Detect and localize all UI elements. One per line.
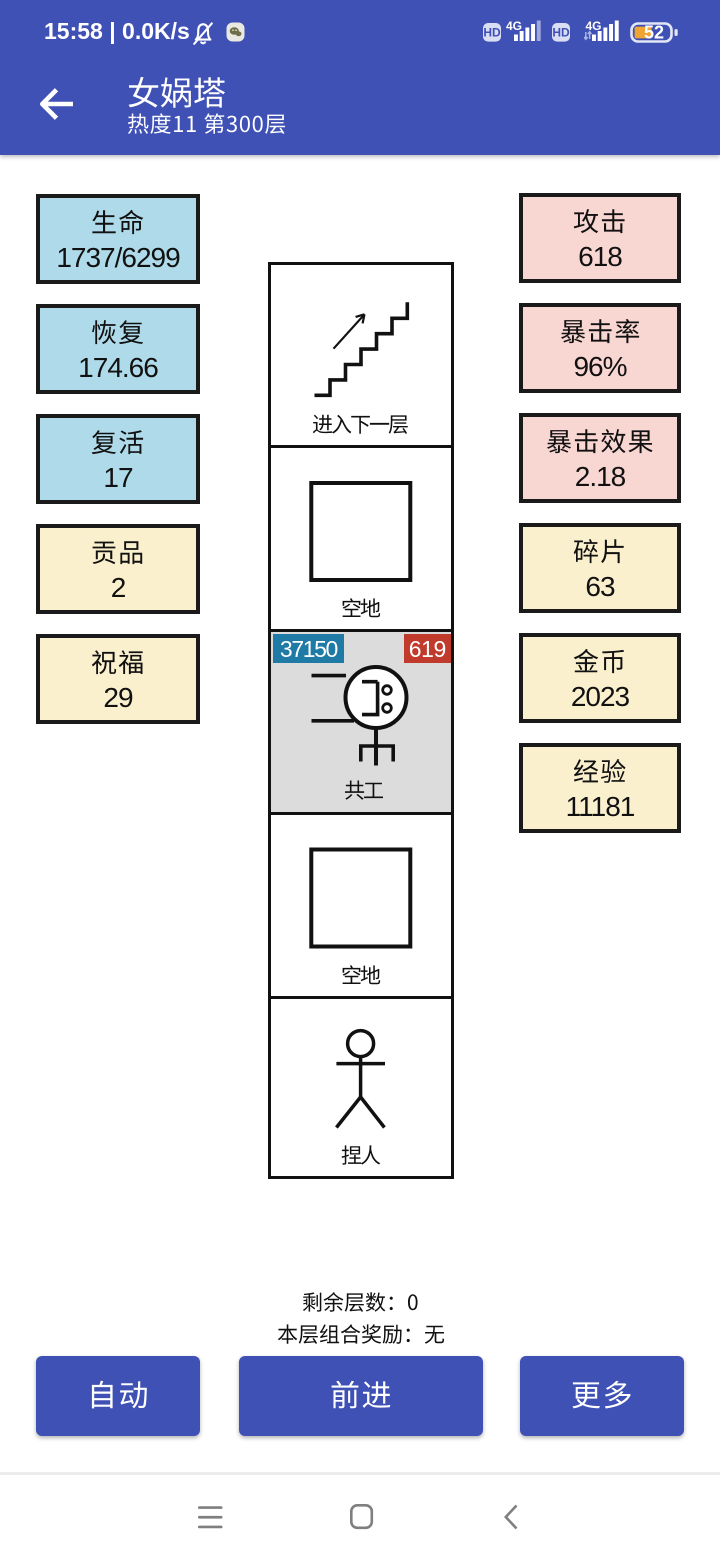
svg-text:HD: HD [553, 26, 571, 40]
svg-text:52: 52 [644, 23, 664, 43]
svg-text:HD: HD [483, 26, 501, 40]
